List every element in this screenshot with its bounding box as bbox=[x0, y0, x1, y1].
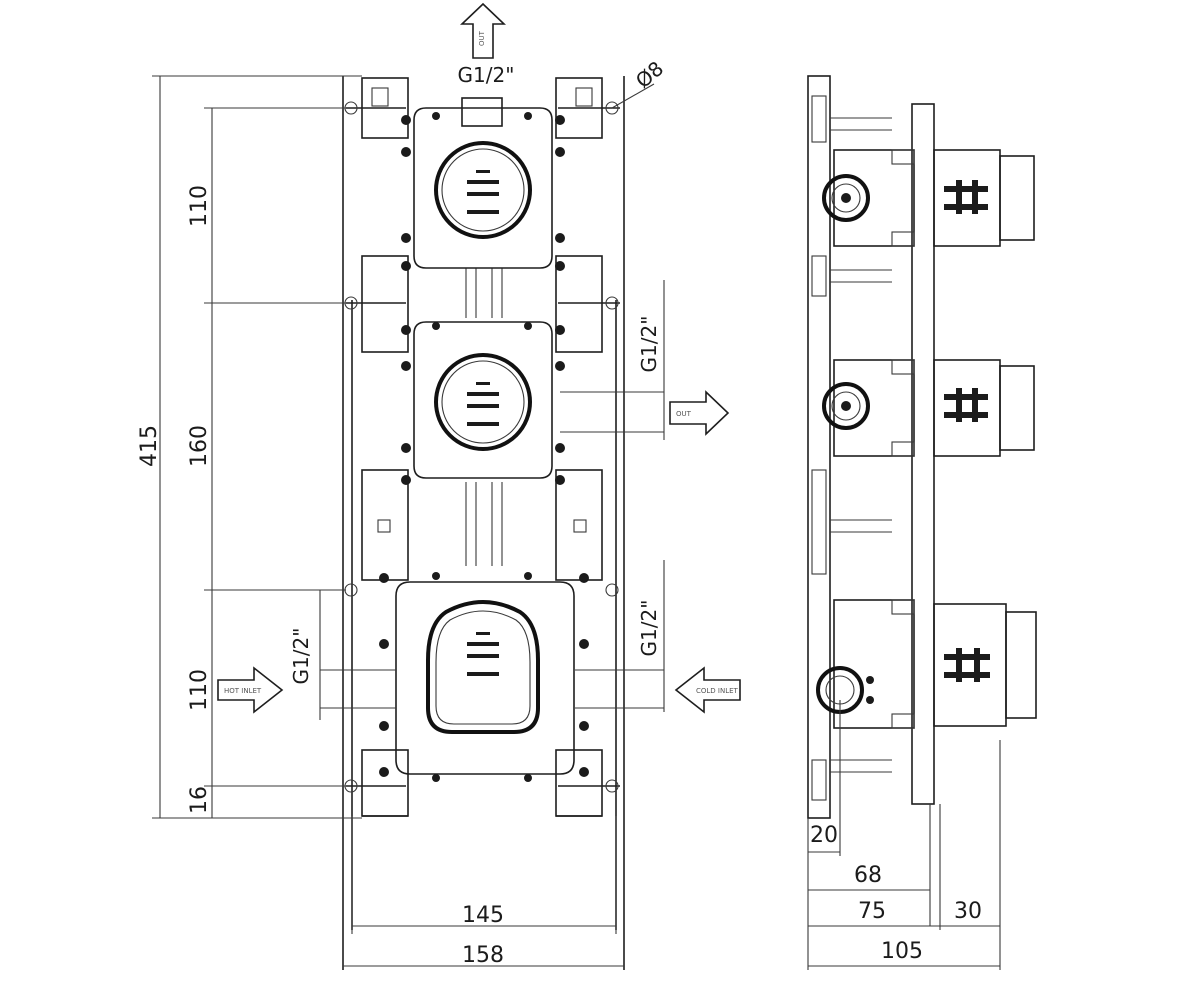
svg-text:OUT: OUT bbox=[676, 410, 692, 418]
outlet-up-arrow bbox=[460, 2, 506, 59]
dim-upper-spacing: 110 bbox=[187, 185, 212, 227]
cartridge-marks bbox=[467, 382, 499, 426]
dim-outer-width: 158 bbox=[462, 943, 504, 968]
dim-overall-height: 415 bbox=[137, 425, 162, 467]
mounting-hole-label: Ø8 bbox=[631, 56, 668, 93]
side-frame-plate bbox=[911, 103, 935, 805]
dim-lower-spacing: 110 bbox=[187, 669, 212, 711]
front-view: OUT OUT HOT INLET COLD INLET bbox=[137, 2, 741, 970]
mounting-hole-leader bbox=[611, 83, 655, 109]
dim-wall-plate: 20 bbox=[810, 823, 838, 848]
cartridge-marks bbox=[467, 632, 499, 676]
side-pipe-stubs bbox=[320, 391, 664, 709]
dim-middle-spacing: 160 bbox=[187, 425, 212, 467]
diverter-module-middle bbox=[401, 321, 565, 485]
dim-cartridge-protrusion: 30 bbox=[954, 899, 982, 924]
mounting-frame bbox=[342, 76, 625, 970]
inlet-left-arrow bbox=[217, 666, 284, 714]
side-view: 20 68 75 30 105 bbox=[807, 75, 1037, 970]
svg-text:COLD INLET: COLD INLET bbox=[696, 687, 739, 695]
outlet-right-arrow bbox=[669, 390, 730, 436]
horizontal-dimensions bbox=[343, 816, 624, 967]
diverter-module-top bbox=[401, 107, 565, 271]
thermostat-module-bottom bbox=[379, 572, 589, 782]
inlet-right-arrow bbox=[674, 666, 741, 714]
cartridge-marks bbox=[467, 170, 499, 214]
top-outlet-stub bbox=[461, 97, 503, 127]
top-outlet-thread-label: G1/2" bbox=[458, 63, 515, 87]
right-inlet-thread-label: G1/2" bbox=[637, 600, 661, 657]
vertical-dimensions bbox=[152, 75, 362, 819]
dim-bottom-offset: 16 bbox=[187, 786, 212, 814]
side-dimensions bbox=[807, 700, 1001, 970]
svg-text:OUT: OUT bbox=[478, 30, 486, 46]
side-wall-plate bbox=[807, 75, 831, 819]
flow-arrows: OUT OUT HOT INLET COLD INLET bbox=[217, 2, 741, 714]
dim-total-depth: 105 bbox=[881, 939, 923, 964]
side-module-middle bbox=[822, 359, 1035, 457]
dim-inner-width: 145 bbox=[462, 903, 504, 928]
side-module-top bbox=[822, 149, 1035, 247]
right-outlet-thread-label: G1/2" bbox=[637, 316, 661, 373]
dim-frame-depth: 75 bbox=[858, 899, 886, 924]
dim-body-depth: 68 bbox=[854, 863, 882, 888]
left-inlet-thread-label: G1/2" bbox=[289, 628, 313, 685]
side-module-bottom bbox=[816, 599, 1037, 729]
connecting-pipes bbox=[465, 268, 503, 566]
svg-text:HOT INLET: HOT INLET bbox=[224, 687, 262, 695]
